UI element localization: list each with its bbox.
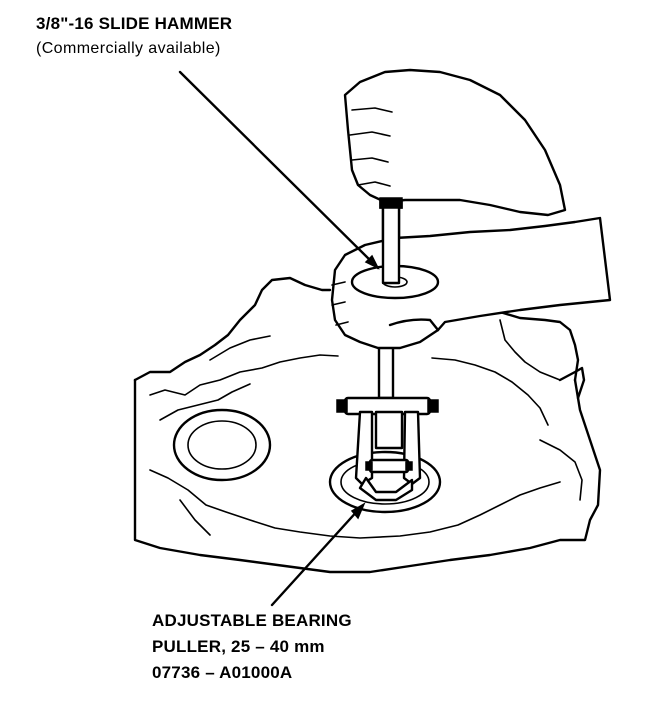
bearing-puller [336,338,439,502]
puller-part-number: 07736 – A01000A [152,663,293,682]
puller-label-line2: PULLER, 25 – 40 mm [152,637,325,656]
puller-leader [270,506,362,607]
puller-label-line1: ADJUSTABLE BEARING [152,611,352,630]
leader-lines [178,70,380,607]
slide-hammer-leader [178,70,380,270]
slide-hammer-subtitle: (Commercially available) [36,40,221,57]
slide-hammer-title: 3/8"-16 SLIDE HAMMER [36,14,233,33]
hand [330,68,612,350]
